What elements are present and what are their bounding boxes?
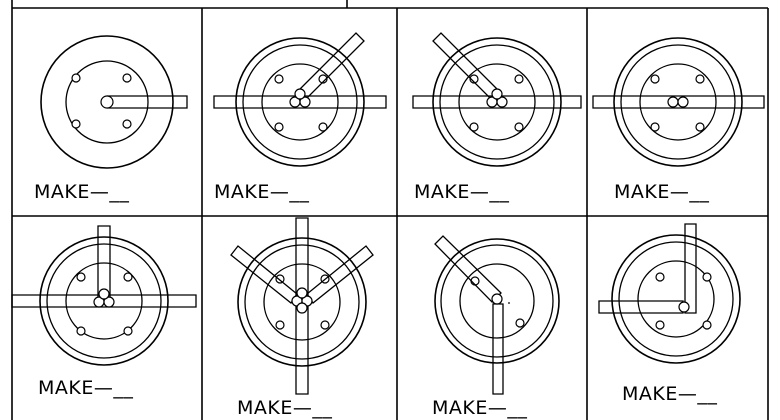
fitting-diagram-7 — [434, 235, 560, 395]
cell-label: MAKE—__ — [622, 383, 717, 405]
grid-lines — [11, 0, 769, 420]
fitting-diagram-4 — [592, 37, 765, 167]
fitting-diagram-2 — [213, 32, 387, 167]
fitting-diagram-5 — [11, 225, 197, 366]
cell-label: MAKE—__ — [38, 377, 133, 399]
fitting-diagram-8 — [598, 223, 741, 364]
cell-8: MAKE—__ — [598, 223, 741, 405]
cell-2: MAKE—__ — [213, 32, 387, 203]
cell-label: MAKE—__ — [34, 181, 129, 203]
cell-7: MAKE—__ — [432, 235, 560, 419]
cell-label: MAKE—__ — [432, 397, 527, 419]
cell-3: MAKE—__ — [412, 32, 582, 203]
cell-1: MAKE—__ — [34, 35, 188, 203]
cell-6: MAKE—__ — [230, 217, 374, 419]
cell-label: MAKE—__ — [614, 181, 709, 203]
cell-label: MAKE—__ — [237, 397, 332, 419]
cell-label: MAKE—__ — [414, 181, 509, 203]
fitting-diagram-6 — [230, 217, 374, 395]
cell-5: MAKE—__ — [11, 225, 197, 399]
fitting-diagram-3 — [412, 32, 582, 167]
cell-4: MAKE—__ — [592, 37, 765, 203]
cell-label: MAKE—__ — [214, 181, 309, 203]
fitting-diagram-1 — [40, 35, 188, 169]
